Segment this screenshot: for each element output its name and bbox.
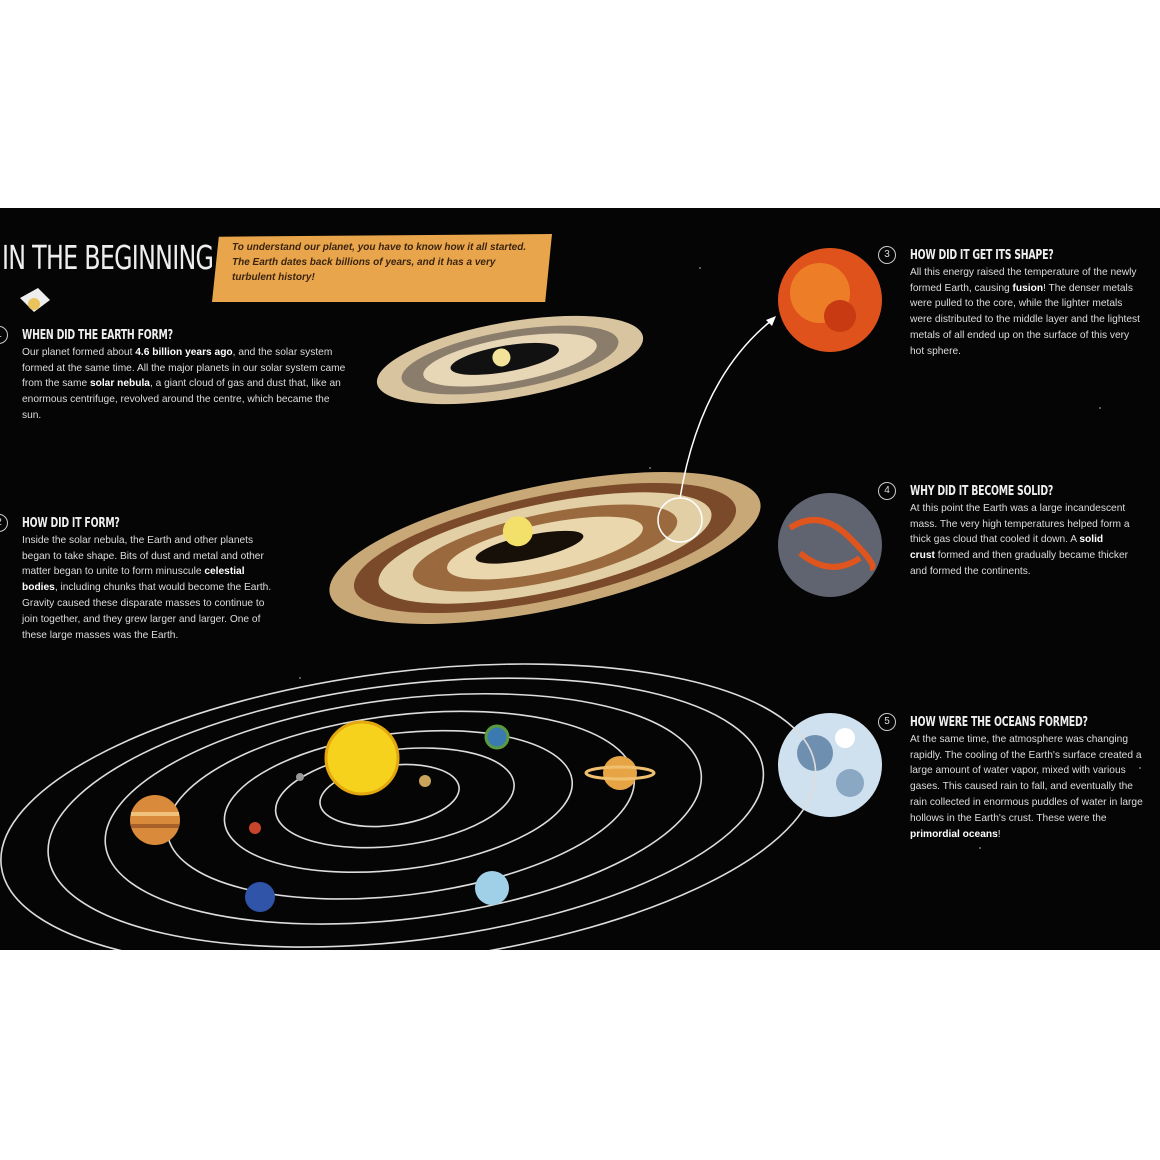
solar-system-orbits: [0, 663, 817, 950]
section-heading: WHY DID IT BECOME SOLID?: [910, 484, 1054, 499]
solar-nebula-disc-small: [376, 315, 644, 405]
section-why-did-it-become-solid: WHY DID IT BECOME SOLID? At this point t…: [910, 484, 1130, 580]
planet-venus: [419, 775, 431, 787]
section-how-did-it-get-shape: HOW DID IT GET ITS SHAPE? All this energ…: [910, 248, 1145, 360]
earth-solidifying: [778, 493, 882, 597]
section-heading: HOW WERE THE OCEANS FORMED?: [910, 715, 1088, 730]
section-heading: HOW DID IT GET ITS SHAPE?: [910, 248, 1054, 263]
section-number: 4: [878, 482, 896, 500]
section-number: 5: [878, 713, 896, 731]
planet-earth: [484, 724, 510, 750]
logo-icon: [20, 288, 50, 312]
solar-nebula-disc-large: [329, 472, 761, 624]
section-when-did-earth-form: WHEN DID THE EARTH FORM? Our planet form…: [22, 328, 347, 424]
planet-mercury: [296, 773, 304, 781]
section-how-were-oceans-formed: HOW WERE THE OCEANS FORMED? At the same …: [910, 715, 1145, 842]
arrow-head: [766, 316, 776, 326]
planet-neptune: [245, 882, 275, 912]
planet-uranus: [475, 871, 509, 905]
illustration: [0, 248, 1141, 950]
section-body: Inside the solar nebula, the Earth and o…: [22, 534, 272, 641]
section-number: 3: [878, 246, 896, 264]
earth-molten: [778, 248, 882, 352]
intro-banner: To understand our planet, you have to kn…: [212, 234, 552, 302]
sun: [324, 720, 400, 796]
section-body: At this point the Earth was a large inca…: [910, 502, 1130, 577]
section-heading: WHEN DID THE EARTH FORM?: [22, 328, 173, 343]
book-spread: IN THE BEGINNING To understand our plane…: [0, 208, 1160, 950]
arrow-line: [679, 319, 773, 499]
planet-saturn: [584, 756, 656, 790]
section-body: At the same time, the atmosphere was cha…: [910, 733, 1143, 840]
section-how-did-it-form: HOW DID IT FORM? Inside the solar nebula…: [22, 516, 280, 643]
section-body: Our planet formed about 4.6 billion year…: [22, 346, 346, 421]
planet-mars: [249, 822, 261, 834]
page-title: IN THE BEGINNING: [2, 238, 214, 277]
section-body: All this energy raised the temperature o…: [910, 266, 1140, 357]
planet-jupiter: [130, 795, 180, 845]
section-heading: HOW DID IT FORM?: [22, 516, 120, 531]
